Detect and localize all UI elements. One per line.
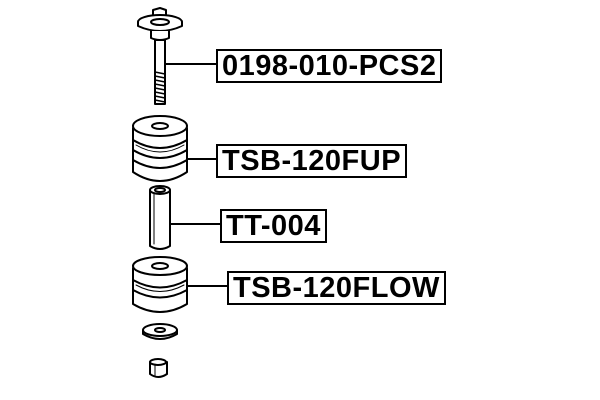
part-label-lower-bushing[interactable]: TSB-120FLOW [227, 271, 446, 305]
sleeve-tube [149, 185, 171, 250]
part-label-sleeve[interactable]: TT-004 [220, 209, 327, 243]
leader-lines [164, 63, 228, 287]
part-label-bolt[interactable]: 0198-010-PCS2 [216, 49, 443, 83]
upper-bushing [132, 115, 188, 182]
bolt-assembly [137, 7, 183, 105]
washer [142, 323, 178, 340]
part-label-upper-bushing[interactable]: TSB-120FUP [216, 144, 408, 178]
lower-bushing [132, 256, 188, 313]
bottom-nut [149, 358, 168, 378]
